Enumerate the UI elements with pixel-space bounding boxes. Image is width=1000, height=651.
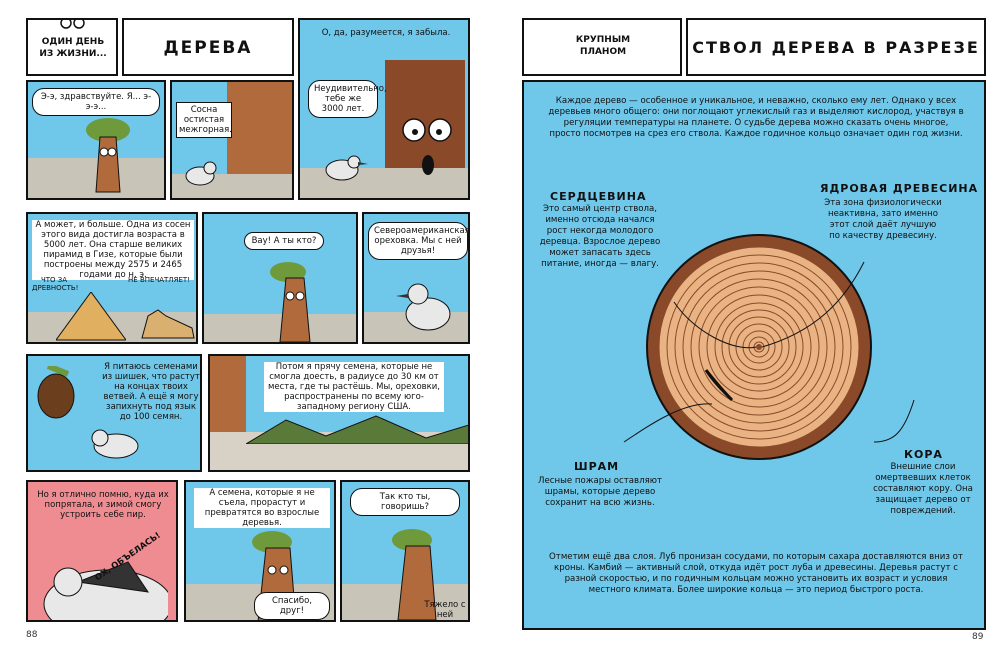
left-page: ОДИН ДЕНЬ ИЗ ЖИЗНИ... ДЕРЕВА О, да, разу… <box>0 0 490 651</box>
panel-2: Э-э, здравствуйте. Я... э-э-э... <box>26 80 166 200</box>
cross-section-panel: Каждое дерево — особенное и уникальное, … <box>522 80 986 630</box>
panel-10: Но я отлично помню, куда их попрятала, и… <box>26 480 178 622</box>
pointer-lines <box>623 261 915 443</box>
p8-speech: Я питаюсь семенами из шишек, что растут … <box>102 362 200 422</box>
p6-speech: Вау! А ты кто? <box>244 232 324 250</box>
header-title-box: ДЕРЕВА <box>122 18 294 76</box>
page-title-right: СТВОЛ ДЕРЕВА В РАЗРЕЗЕ <box>692 38 980 57</box>
panel-1: О, да, разумеется, я забыла. Неудивитель… <box>298 18 470 200</box>
panel-7: Североамериканская ореховка. Мы с ней др… <box>362 212 470 344</box>
panel-5: А может, и больше. Одна из сосен этого в… <box>26 212 198 344</box>
pinecone <box>28 363 88 430</box>
header-badge-text: ОДИН ДЕНЬ ИЗ ЖИЗНИ... <box>39 37 107 59</box>
p9-caption: Потом я прячу семена, которые не смогла … <box>264 362 444 412</box>
panel-6: Вау! А ты кто? <box>202 212 358 344</box>
bird <box>180 154 225 198</box>
bark-title: КОРА <box>904 448 943 461</box>
header-badge-right-text: КРУПНЫМ ПЛАНОМ <box>575 35 631 57</box>
intro-text: Каждое дерево — особенное и уникальное, … <box>548 96 964 139</box>
tree <box>386 522 456 620</box>
core-title: ЯДРОВАЯ ДРЕВЕСИНА <box>820 182 979 195</box>
header-badge-right: КРУПНЫМ ПЛАНОМ <box>522 18 682 76</box>
tree-face-surprised <box>400 115 460 189</box>
pyramid <box>56 292 126 341</box>
scar-text: Лесные пожары оставляют шрамы, которые д… <box>538 476 662 508</box>
bark-text: Внешние слои омертвевших клеток составля… <box>873 462 973 516</box>
page-number-left: 88 <box>26 630 38 640</box>
p2-speech: Э-э, здравствуйте. Я... э-э-э... <box>32 88 160 116</box>
page-number-right: 89 <box>972 632 984 642</box>
small-tree <box>78 112 138 198</box>
core-text: Эта зона физиологически неактивна, зато … <box>824 198 942 241</box>
bird <box>320 150 370 194</box>
panel-3: Сосна остистая межгорная. <box>170 80 294 200</box>
panel-12: Так кто ты, говоришь? Тяжело с ней <box>340 480 470 622</box>
p10-caption: Но я отлично помню, куда их попрятала, и… <box>37 490 169 520</box>
mountains <box>246 415 468 444</box>
tree-cross-section <box>646 234 872 460</box>
heart-title: СЕРДЦЕВИНА <box>550 190 647 203</box>
p4-speech: Неудивительно, тебе же 3000 лет. <box>308 80 387 118</box>
heart-text: Это самый центр ствола, именно отсюда на… <box>539 204 661 269</box>
p12-caption: Так кто ты, говоришь? <box>350 488 460 516</box>
p3-caption: Сосна остистая межгорная. <box>176 102 232 138</box>
spiral-icon <box>60 20 85 29</box>
p12-speech: Тяжело с ней <box>424 600 466 620</box>
bird-full <box>38 542 173 620</box>
bird <box>78 416 148 470</box>
sphinx <box>141 309 195 339</box>
p11-caption: А семена, которые я не съела, прорастут … <box>194 488 330 528</box>
p1-caption: О, да, разумеется, я забыла. <box>321 28 451 38</box>
tree <box>266 254 326 342</box>
scar-title: ШРАМ <box>574 460 620 473</box>
right-page: КРУПНЫМ ПЛАНОМ СТВОЛ ДЕРЕВА В РАЗРЕЗЕ Ка… <box>510 0 1000 651</box>
bird <box>394 274 464 342</box>
panel-11: А семена, которые я не съела, прорастут … <box>184 480 336 622</box>
p5-caption: А может, и больше. Одна из сосен этого в… <box>32 220 194 280</box>
page-title: ДЕРЕВА <box>163 38 253 58</box>
outro-text: Отметим ещё два слоя. Луб пронизан сосуд… <box>549 552 963 595</box>
p11-speech: Спасибо, друг! <box>254 592 330 620</box>
header-title-right-box: СТВОЛ ДЕРЕВА В РАЗРЕЗЕ <box>686 18 986 76</box>
p5-sphinx-text: НЕ ВПЕЧАТЛЯЕТ! <box>128 276 190 284</box>
panel-8: Я питаюсь семенами из шишек, что растут … <box>26 354 202 472</box>
panel-9: Потом я прячу семена, которые не смогла … <box>208 354 470 472</box>
header-badge: ОДИН ДЕНЬ ИЗ ЖИЗНИ... <box>26 18 118 76</box>
p7-speech: Североамериканская ореховка. Мы с ней др… <box>368 222 468 260</box>
p5-pyramid-text: ЧТО ЗА ДРЕВНОСТЬ! <box>32 276 79 292</box>
